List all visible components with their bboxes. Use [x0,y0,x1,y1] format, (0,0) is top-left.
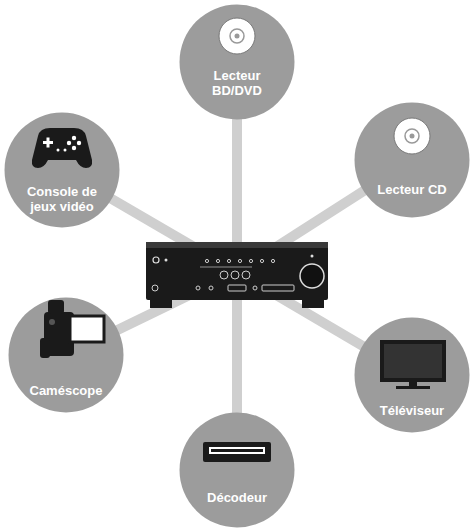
circle-fill [180,413,295,528]
device-circle: Décodeur [179,412,295,528]
circle-fill [180,5,295,120]
receiver-top [146,242,328,248]
volume-knob [300,264,324,288]
device-label: Lecteur CD [362,182,462,197]
circle-shape [354,102,470,218]
av-receiver [146,242,328,308]
power-button [153,257,159,263]
device-circle: Téléviseur [354,317,470,433]
device-circle: Caméscope [8,297,124,413]
receiver-foot [150,300,172,308]
circle-fill [355,103,470,218]
circle-fill [5,113,120,228]
device-label: Téléviseur [360,403,464,418]
indicator [165,259,168,262]
device-circle: Lecteur CD [354,102,470,218]
indicator [311,255,314,258]
front-buttons [152,259,294,291]
display-line [200,266,252,268]
circle-shape [179,4,295,120]
circle-shape [179,412,295,528]
device-label: Console de jeux vidéo [14,184,110,214]
device-label: Lecteur BD/DVD [195,68,279,98]
device-circle: Console de jeux vidéo [4,112,120,228]
device-label: Caméscope [14,383,118,398]
circle-fill [355,318,470,433]
circle-fill [9,298,124,413]
hub-spokes [62,62,412,470]
receiver-body [146,242,328,300]
receiver-foot [302,300,324,308]
device-circle: Lecteur BD/DVD [179,4,295,120]
device-label: Décodeur [185,490,289,505]
